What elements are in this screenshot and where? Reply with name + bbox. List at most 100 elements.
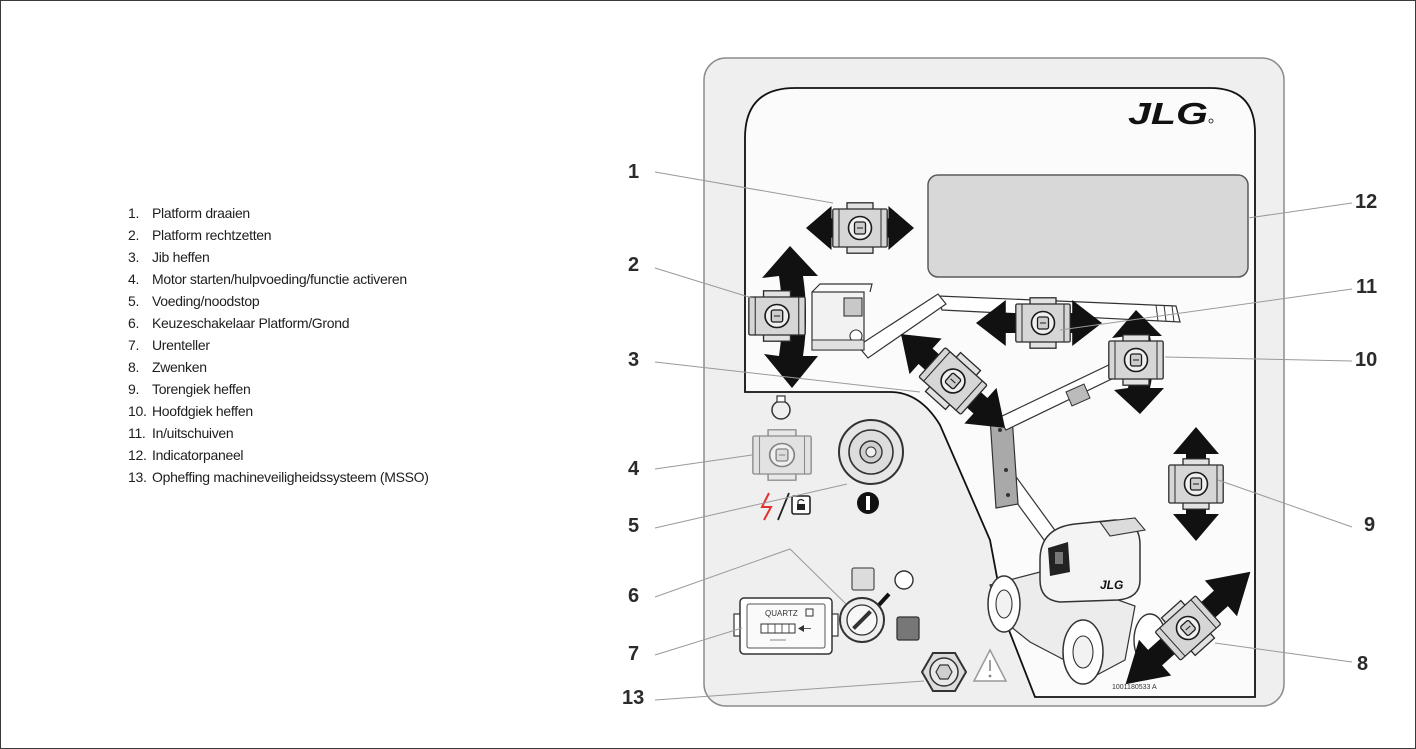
legend-label: Torengiek heffen [152, 381, 251, 397]
counter-arrow-icon [798, 625, 804, 632]
toggle-switch-icon [748, 290, 806, 342]
platform-ground-key-switch [839, 567, 920, 643]
legend-list: 1. Platform draaien 2. Platform rechtzette… [128, 202, 429, 488]
legend-number: 2. [128, 227, 140, 243]
legend-label: Opheffing machineveiligheidssysteem (MSS… [152, 469, 429, 485]
toggle-switch-icon [832, 202, 888, 254]
legend-number: 4. [128, 271, 140, 287]
hex-button-center [935, 664, 953, 680]
platform-level-switch [748, 246, 818, 388]
legend-number: 10. [128, 403, 147, 419]
leader-12 [1247, 202, 1353, 219]
legend-label: Indicatorpaneel [152, 447, 244, 463]
legend-label: In/uitschuiven [152, 425, 234, 441]
key-indicator-icon [876, 592, 891, 608]
basket-rail [811, 283, 873, 293]
lightning-icon [760, 492, 773, 521]
key-lock-icon-body [797, 504, 805, 510]
legend-item: 7. Urenteller [128, 334, 429, 356]
leader-lines [654, 171, 1353, 701]
callout-12: 12 [1355, 191, 1377, 213]
wheel-rear-left-hub [1072, 635, 1094, 669]
leader-9 [1217, 479, 1353, 528]
callout-13: 13 [622, 687, 644, 709]
callout-3: 3 [628, 349, 639, 371]
legend-item: 9. Torengiek heffen [128, 378, 429, 400]
indicator-panel-display [927, 174, 1249, 278]
legend-item: 4. Motor starten/hulpvoeding/functie acti… [128, 268, 429, 290]
legend-item: 13. Opheffing machineveiligheidssysteem (… [128, 466, 429, 488]
legend-item: 3. Jib heffen [128, 246, 429, 268]
power-icon-bar [866, 496, 870, 510]
key-lock-icon-shackle [797, 498, 805, 504]
legend-label: Hoofdgiek heffen [152, 403, 253, 419]
basket-floor [811, 339, 865, 351]
boom-hatch [1155, 304, 1159, 322]
callout-6: 6 [628, 585, 639, 607]
legend-label: Urenteller [152, 337, 210, 353]
registered-mark-icon [1208, 118, 1214, 124]
emergency-stop-center [865, 446, 877, 458]
legend-number: 9. [128, 381, 140, 397]
legend-item: 1. Platform draaien [128, 202, 429, 224]
legend-label: Keuzeschakelaar Platform/Grond [152, 315, 350, 331]
leader-5 [654, 483, 848, 529]
hour-meter-brand: QUARTZ [765, 609, 798, 618]
leader-1 [654, 171, 834, 204]
legend-label: Jib heffen [152, 249, 210, 265]
legend-label: Platform rechtzetten [152, 227, 272, 243]
legend-number: 7. [128, 337, 140, 353]
legend-item: 11. In/uitschuiven [128, 422, 429, 444]
callout-1: 1 [628, 161, 639, 183]
msso-override-button [920, 648, 1008, 692]
turntable-window-detail [1055, 552, 1063, 564]
ground-mode-icon [894, 570, 914, 590]
legend-number: 1. [128, 205, 140, 221]
jlg-logo: JLG [1128, 96, 1208, 131]
leader-6 [654, 548, 847, 605]
leader-4 [654, 454, 753, 470]
callout-2: 2 [628, 254, 639, 276]
leader-7 [654, 627, 743, 656]
leader-8 [1214, 642, 1353, 663]
callout-5: 5 [628, 515, 639, 537]
hour-meter-symbol-icon [805, 608, 814, 617]
callout-9: 9 [1364, 514, 1375, 536]
legend-item: 2. Platform rechtzetten [128, 224, 429, 246]
legend-label: Platform draaien [152, 205, 250, 221]
main-boom-lift-switch [1108, 310, 1164, 414]
turntable-hood [1099, 517, 1147, 537]
wheel-front-left-hub [995, 589, 1013, 619]
legend-number: 6. [128, 315, 140, 331]
warning-dot [988, 674, 992, 678]
ground-square-icon [896, 616, 920, 641]
toggle-switch-icon [1168, 458, 1224, 510]
leader-13 [654, 680, 925, 701]
callout-4: 4 [628, 458, 640, 480]
platform-mode-icon [851, 567, 875, 591]
legend-number: 12. [128, 447, 147, 463]
leader-11 [1059, 288, 1353, 331]
part-number: 1001180533 A [1112, 684, 1157, 691]
legend-number: 8. [128, 359, 140, 375]
callout-7: 7 [628, 643, 639, 665]
legend-item: 10. Hoofdgiek heffen [128, 400, 429, 422]
legend-label: Voeding/noodstop [152, 293, 260, 309]
start-icon-head [776, 395, 786, 403]
legend-number: 5. [128, 293, 140, 309]
jib [857, 293, 947, 359]
hour-meter: QUARTZ [733, 597, 839, 655]
legend-number: 13. [128, 469, 147, 485]
legend-item: 8. Zwenken [128, 356, 429, 378]
legend-number: 11. [128, 425, 146, 441]
legend-label: Zwenken [152, 359, 207, 375]
hour-meter-counter [760, 623, 796, 634]
legend-number: 3. [128, 249, 140, 265]
legend-label: Motor starten/hulpvoeding/functie active… [152, 271, 407, 287]
leader-10 [1164, 356, 1353, 362]
toggle-switch-icon [1015, 297, 1071, 349]
legend-item: 6. Keuzeschakelaar Platform/Grond [128, 312, 429, 334]
riser-pin [998, 428, 1002, 432]
callout-8: 8 [1357, 653, 1368, 675]
